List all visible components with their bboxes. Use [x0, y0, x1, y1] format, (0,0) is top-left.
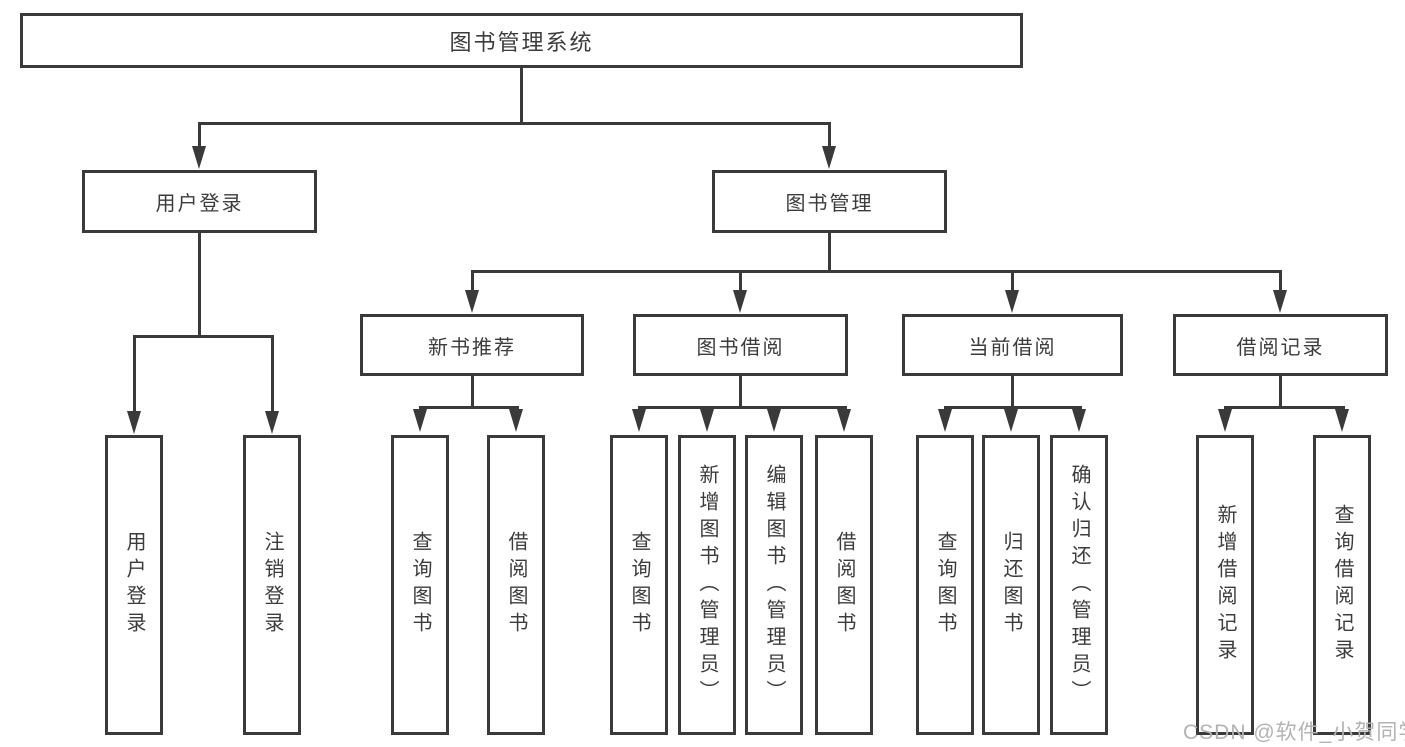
- node-label: 当前借阅: [968, 336, 1057, 359]
- connector-line: [198, 233, 201, 335]
- node-book-borrowing: 图书借阅: [633, 314, 848, 376]
- connector-line: [133, 335, 274, 338]
- connector-line: [1011, 270, 1014, 290]
- arrow-down-icon: [837, 409, 851, 432]
- leaf-user-login: 用户登录: [105, 435, 163, 735]
- arrow-down-icon: [465, 290, 479, 313]
- node-label: 借阅记录: [1236, 336, 1325, 359]
- node-label: 查询图书: [628, 531, 650, 639]
- arrow-down-icon: [700, 409, 714, 432]
- connector-line: [271, 335, 274, 411]
- leaf-query-books-recommend: 查询图书: [391, 435, 449, 735]
- node-label: 确认归还（管理员）: [1068, 463, 1090, 707]
- node-label: 归还图书: [1000, 531, 1022, 639]
- node-label: 查询图书: [934, 531, 956, 639]
- connector-line: [471, 270, 1282, 273]
- node-label: 注销登录: [261, 531, 283, 639]
- connector-line: [1279, 376, 1282, 408]
- node-user-login: 用户登录: [82, 170, 317, 233]
- connector-line: [739, 270, 742, 290]
- connector-line: [739, 376, 742, 408]
- connector-line: [520, 68, 523, 122]
- node-label: 借阅图书: [833, 531, 855, 639]
- arrow-down-icon: [1072, 409, 1086, 432]
- connector-line: [1224, 406, 1345, 409]
- leaf-confirm-return-admin: 确认归还（管理员）: [1050, 435, 1108, 735]
- connector-line: [638, 406, 847, 409]
- node-label: 新增图书（管理员）: [696, 463, 718, 707]
- connector-line: [198, 122, 831, 125]
- node-current-borrowing: 当前借阅: [902, 314, 1123, 376]
- arrow-down-icon: [733, 290, 747, 313]
- node-library-system: 图书管理系统: [20, 13, 1023, 68]
- connector-line: [419, 406, 519, 409]
- leaf-query-borrow-record: 查询借阅记录: [1313, 435, 1371, 735]
- node-label: 借阅图书: [505, 531, 527, 639]
- leaf-add-borrow-record: 新增借阅记录: [1196, 435, 1254, 735]
- node-label: 编辑图书（管理员）: [763, 463, 785, 707]
- arrow-down-icon: [822, 146, 836, 169]
- node-label: 查询图书: [409, 531, 431, 639]
- node-label: 用户登录: [155, 193, 244, 215]
- arrow-down-icon: [1004, 409, 1018, 432]
- connector-line: [828, 122, 831, 148]
- node-new-book-recommendation: 新书推荐: [360, 314, 584, 376]
- arrow-down-icon: [413, 409, 427, 432]
- arrow-down-icon: [1335, 409, 1349, 432]
- arrow-down-icon: [1273, 290, 1287, 313]
- leaf-edit-books-admin: 编辑图书（管理员）: [745, 435, 803, 735]
- leaf-query-books-current: 查询图书: [916, 435, 974, 735]
- arrow-down-icon: [509, 409, 523, 432]
- node-label: 新增借阅记录: [1214, 504, 1236, 666]
- connector-line: [828, 233, 831, 273]
- arrow-down-icon: [265, 411, 279, 434]
- node-label: 新书推荐: [428, 336, 516, 359]
- leaf-query-books-borrowing: 查询图书: [610, 435, 668, 735]
- leaf-add-books-admin: 新增图书（管理员）: [678, 435, 736, 735]
- node-label: 图书管理: [785, 193, 874, 215]
- arrow-down-icon: [632, 409, 646, 432]
- node-label: 查询借阅记录: [1331, 504, 1353, 666]
- arrow-down-icon: [192, 146, 206, 169]
- arrow-down-icon: [1218, 409, 1232, 432]
- node-borrowing-records: 借阅记录: [1173, 314, 1388, 376]
- connector-line: [471, 270, 474, 290]
- node-label: 图书借阅: [696, 336, 785, 359]
- leaf-borrow-books: 借阅图书: [815, 435, 873, 735]
- arrow-down-icon: [767, 409, 781, 432]
- arrow-down-icon: [1005, 290, 1019, 313]
- connector-line: [944, 406, 1082, 409]
- arrow-down-icon: [938, 409, 952, 432]
- watermark: CSDN @软件_小贺同学: [1183, 721, 1405, 744]
- connector-line: [1279, 270, 1282, 290]
- node-label: 用户登录: [123, 531, 145, 639]
- connector-line: [1011, 376, 1014, 408]
- node-book-management: 图书管理: [712, 170, 947, 233]
- connector-line: [198, 122, 201, 148]
- connector-line: [133, 335, 136, 411]
- connector-line: [471, 376, 474, 408]
- leaf-logout: 注销登录: [243, 435, 301, 735]
- node-label: 图书管理系统: [449, 29, 594, 55]
- arrow-down-icon: [127, 411, 141, 434]
- leaf-borrow-books-recommend: 借阅图书: [487, 435, 545, 735]
- leaf-return-books: 归还图书: [982, 435, 1040, 735]
